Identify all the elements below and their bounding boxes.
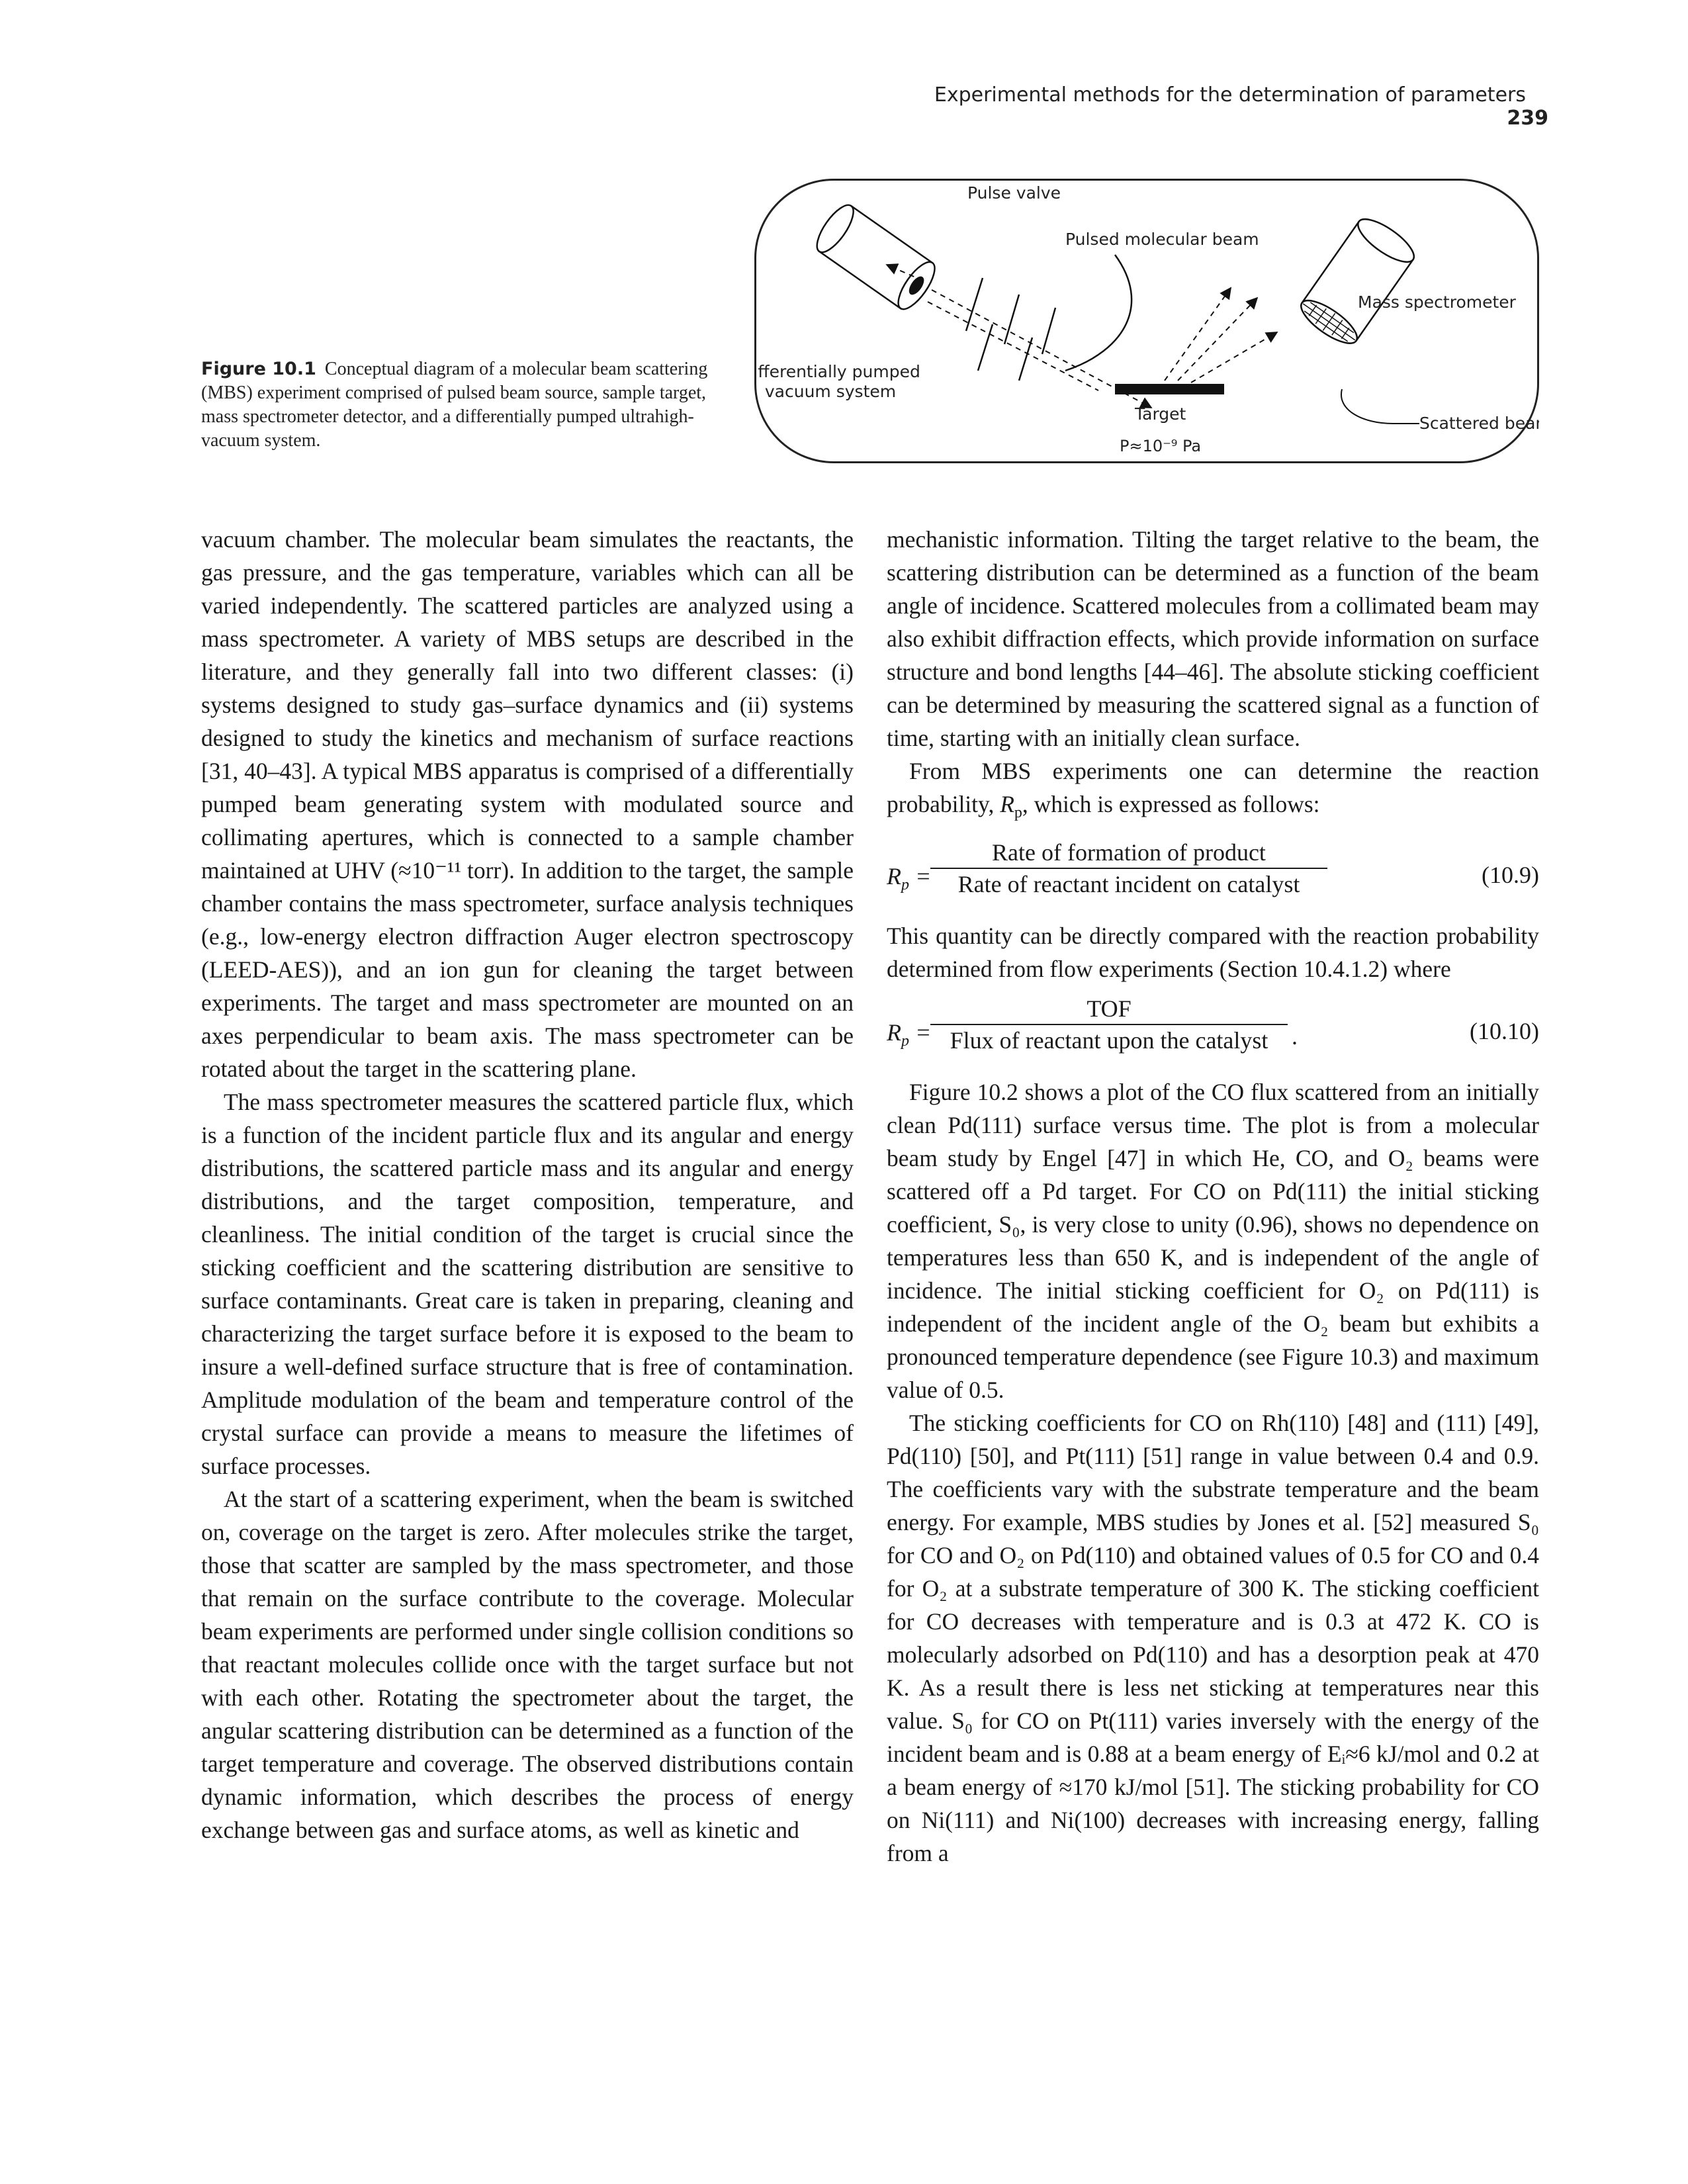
paragraph: vacuum chamber. The molecular beam simul… <box>201 526 854 1082</box>
eq-denominator: Rate of reactant incident on catalyst <box>957 871 1300 898</box>
running-head: Experimental methods for the determinati… <box>887 83 1548 130</box>
equation-10-9: Rp = Rate of formation of product Rate o… <box>887 837 1539 910</box>
incident-beam-line <box>931 289 1153 408</box>
figure-label: Figure 10.1 <box>201 359 316 379</box>
paragraph: The mass spectrometer measures the scatt… <box>201 1089 854 1479</box>
label-scattered-beam: Scattered beam <box>1419 414 1539 433</box>
equation-number: (10.9) <box>1482 862 1539 889</box>
paragraph: From MBS experiments one can determine t… <box>887 758 1539 822</box>
label-mass-spectrometer: Mass spectrometer <box>1358 293 1517 312</box>
scattered-beam-line <box>1164 287 1232 381</box>
pulse-valve-icon <box>816 204 936 310</box>
label-pulse-valve: Pulse valve <box>967 183 1061 203</box>
eq-numerator: Rate of formation of product <box>992 839 1266 866</box>
figure-caption-text: Conceptual diagram of a molecular beam s… <box>201 359 708 451</box>
label-pulsed-beam: Pulsed molecular beam <box>1065 230 1259 249</box>
paragraph: Figure 10.2 shows a plot of the CO flux … <box>887 1079 1539 1404</box>
figure-caption: Figure 10.1 Conceptual diagram of a mole… <box>201 357 711 453</box>
label-diff-pumped-1: Differentially pumped <box>754 362 920 381</box>
paragraph: At the start of a scattering experiment,… <box>201 1486 854 1843</box>
label-diff-pumped-2: vacuum system <box>765 382 896 401</box>
figure-diagram: Pulse valve Pulsed molecular beam Mass s… <box>754 183 1539 455</box>
page-number: 239 <box>1507 107 1548 130</box>
paragraph: mechanistic information. Tilting the tar… <box>887 526 1539 751</box>
left-column: vacuum chamber. The molecular beam simul… <box>201 523 854 1846</box>
scattered-beam-line <box>1177 296 1259 381</box>
label-pressure: P≈10⁻⁹ Pa <box>1120 437 1201 455</box>
eq-denominator: Flux of reactant upon the catalyst <box>950 1027 1268 1054</box>
label-target: Target <box>1134 404 1186 424</box>
running-title: Experimental methods for the determinati… <box>934 83 1526 107</box>
figure-frame <box>754 179 1539 463</box>
incident-beam-line <box>927 301 1099 391</box>
paragraph: This quantity can be directly compared w… <box>887 923 1539 983</box>
equation-number: (10.10) <box>1470 1018 1539 1045</box>
target-plate <box>1115 384 1224 394</box>
equation-10-10: Rp = TOF Flux of reactant upon the catal… <box>887 993 1539 1066</box>
eq-numerator: TOF <box>1087 995 1132 1023</box>
right-column: mechanistic information. Tilting the tar… <box>887 523 1539 1870</box>
mass-spectrometer-icon <box>1300 218 1415 344</box>
paragraph: The sticking coefficients for CO on Rh(1… <box>887 1410 1539 1867</box>
